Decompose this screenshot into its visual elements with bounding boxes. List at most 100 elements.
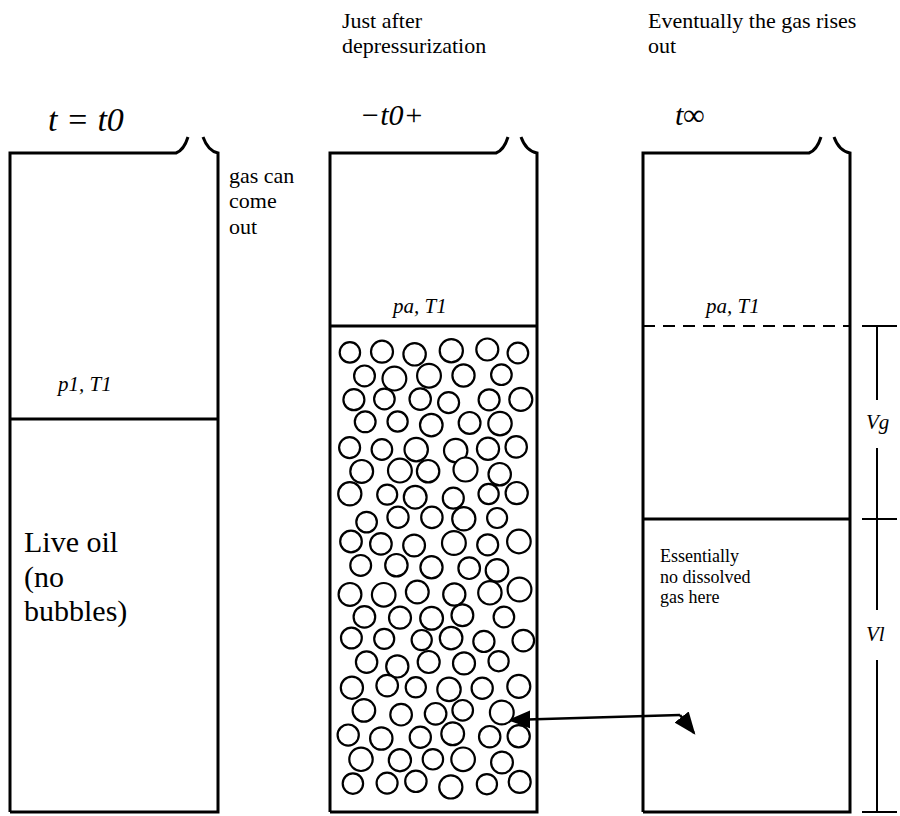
gas-bubble — [487, 508, 507, 528]
state-label: p1, T1 — [58, 372, 112, 396]
note-text: gas can come out — [229, 163, 307, 239]
gas-bubble — [403, 535, 425, 557]
contents-label: Live oil (no bubbles) — [24, 525, 127, 629]
gas-bubble — [508, 725, 530, 747]
gas-bubble — [410, 388, 431, 409]
gas-bubble — [479, 726, 500, 747]
gas-bubble — [477, 774, 497, 794]
gas-bubble — [340, 342, 360, 362]
gas-bubble — [452, 700, 473, 721]
vessel-wall — [330, 137, 537, 812]
gas-bubble — [354, 366, 375, 387]
gas-bubble — [377, 485, 397, 505]
gas-bubble — [439, 775, 462, 798]
gas-bubble — [388, 459, 412, 483]
vessel-wall — [330, 137, 508, 812]
gas-bubbles — [338, 339, 534, 799]
gas-bubble — [442, 531, 466, 555]
gas-bubble — [420, 556, 442, 578]
gas-bubble — [377, 773, 398, 794]
vessel-wall — [643, 137, 821, 812]
gas-bubble — [472, 678, 493, 699]
gas-bubble — [479, 389, 500, 410]
gas-bubble — [339, 437, 360, 458]
gas-bubble — [376, 675, 398, 697]
liquid-surface — [643, 518, 850, 521]
vessel-wall — [10, 137, 218, 812]
gas-bubble — [338, 482, 361, 505]
gas-bubble — [387, 507, 408, 528]
gas-bubble — [491, 752, 513, 774]
gas-bubble — [451, 748, 475, 772]
gas-bubble — [476, 339, 498, 361]
gas-bubble — [421, 507, 442, 528]
gas-bubble — [478, 581, 501, 604]
gas-bubble — [405, 771, 426, 792]
gas-bubble — [355, 411, 376, 432]
state-label: pa, T1 — [706, 294, 760, 318]
gas-bubble — [341, 677, 363, 699]
volume-label: Vl — [864, 622, 887, 646]
gas-bubble — [490, 701, 514, 725]
gas-bubble — [440, 627, 463, 650]
gas-bubble — [406, 581, 429, 604]
gas-bubble — [473, 631, 494, 652]
gas-bubble — [350, 555, 371, 576]
gas-bubble — [507, 675, 530, 698]
gas-bubble — [452, 507, 475, 530]
gas-bubble — [506, 482, 528, 504]
gas-bubble — [453, 652, 475, 674]
liquid-surface — [10, 418, 218, 421]
gas-bubble — [372, 583, 396, 607]
gas-bubble — [489, 651, 509, 671]
gas-bubble — [425, 703, 447, 725]
gas-bubble — [370, 727, 392, 749]
gas-bubble — [488, 412, 511, 435]
time-label: −t0+ — [360, 98, 424, 133]
gas-bubble — [420, 414, 443, 437]
gas-bubble — [390, 704, 412, 726]
gas-bubble — [389, 749, 411, 771]
gas-bubble — [443, 488, 464, 509]
gas-bubble — [417, 460, 439, 482]
gas-bubble — [389, 607, 411, 629]
gas-bubble — [509, 388, 532, 411]
stage-heading: Eventually the gas rises out — [648, 8, 863, 59]
leader-arrow — [680, 715, 694, 733]
gas-bubble — [508, 343, 529, 364]
gas-bubble — [341, 628, 362, 649]
gas-bubble — [370, 533, 392, 555]
gas-bubble — [506, 436, 527, 457]
gas-bubble — [509, 771, 531, 793]
time-label: t∞ — [675, 98, 705, 133]
state-label: pa, T1 — [393, 294, 447, 318]
gas-bubble — [443, 583, 465, 605]
foam-surface — [330, 325, 537, 328]
gas-bubble — [459, 412, 481, 434]
gas-bubble — [343, 773, 363, 793]
time-label: t = t0 — [48, 100, 124, 139]
gas-bubble — [418, 651, 440, 673]
vessel-wall — [643, 137, 850, 812]
contents-label: Essentially no dissolved gas here — [660, 546, 760, 608]
gas-bubble — [477, 438, 499, 460]
gas-bubble — [383, 367, 407, 391]
gas-bubble — [508, 578, 532, 602]
gas-bubble — [491, 364, 512, 385]
gas-bubble — [507, 530, 531, 554]
gas-bubble — [441, 722, 464, 745]
gas-bubble — [406, 677, 426, 697]
gas-bubble — [374, 389, 395, 410]
gas-bubble — [440, 339, 463, 362]
former-level — [643, 325, 850, 327]
gas-bubble — [452, 364, 474, 386]
gas-bubble — [343, 389, 364, 410]
gas-bubble — [350, 460, 373, 483]
gas-bubble — [437, 678, 460, 701]
gas-bubble — [489, 463, 511, 485]
gas-bubble — [486, 559, 509, 582]
gas-bubble — [423, 749, 443, 769]
gas-bubble — [405, 438, 428, 461]
gas-bubble — [452, 604, 474, 626]
